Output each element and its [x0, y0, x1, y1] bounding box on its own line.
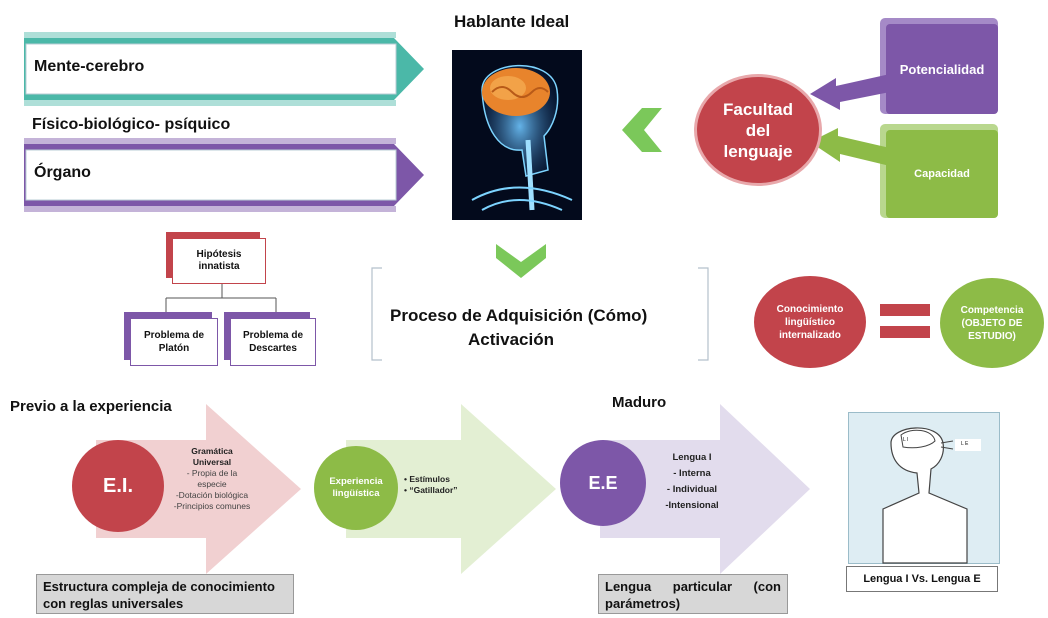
mente-banner-shape [24, 32, 424, 106]
descartes-node: Problema de Descartes [224, 312, 316, 366]
experiencia-line-2: lingüística [332, 488, 380, 499]
ei-title-1: Gramática [191, 446, 233, 456]
ee-arrow [600, 404, 810, 574]
ei-text: Gramática Universal - Propia de la espec… [166, 446, 258, 512]
experiencia-circle: Experiencia lingüística [314, 446, 398, 530]
facultad-line-3: lenguaje [723, 141, 793, 161]
figure-bubble-right: L E [961, 441, 969, 447]
ei-arrow [96, 404, 301, 574]
experiencia-item-1: • Estímulos [404, 474, 450, 484]
previo-label: Previo a la experiencia [10, 398, 172, 415]
chevron-down-icon [496, 244, 546, 278]
descartes-line-1: Problema de [242, 330, 304, 341]
capacidad-box: Capacidad [880, 124, 998, 218]
hipotesis-root-node: Hipótesis innatista [166, 232, 266, 284]
conocimiento-line-1: Conocimiento [776, 303, 844, 315]
ee-item-3: -Intensional [665, 500, 719, 511]
fisico-label: Físico-biológico- psíquico [32, 116, 231, 133]
facultad-line-1: Facultad [723, 99, 793, 119]
facultad-line-2: del [745, 120, 771, 140]
facultad-circle: Facultad del lenguaje [694, 74, 822, 186]
figure-caption: Lengua I Vs. Lengua E [846, 566, 998, 592]
descartes-line-2: Descartes [249, 343, 297, 354]
ee-item-2: - Individual [666, 484, 718, 495]
lengua-figure: L I L E [848, 412, 1000, 564]
ei-item-4: -Principios comunes [173, 501, 251, 511]
experiencia-item-2: • “Gatillador” [404, 485, 458, 495]
competencia-line-2: (OBJETO DE [961, 317, 1023, 329]
ee-title: Lengua I [672, 452, 712, 463]
conocimiento-line-3: internalizado [779, 329, 841, 341]
ei-circle: E.I. [72, 440, 164, 532]
ee-text: Lengua I - Interna - Individual -Intensi… [652, 450, 732, 514]
ee-circle: E.E [560, 440, 646, 526]
proceso-line-1: Proceso de Adquisición (Cómo) [390, 306, 648, 325]
ee-item-1: - Interna [673, 468, 711, 479]
competencia-line-1: Competencia [960, 304, 1024, 316]
arrow-capacidad [810, 128, 890, 166]
platon-line-1: Problema de [143, 330, 205, 341]
page-title: Hablante Ideal [454, 12, 570, 31]
organo-label: Órgano [34, 164, 91, 181]
experiencia-arrow [346, 404, 556, 574]
brain-image [452, 50, 582, 220]
potencialidad-label: Potencialidad [886, 24, 998, 114]
mente-cerebro-label: Mente-cerebro [34, 58, 145, 75]
arrow-potencialidad [810, 74, 890, 110]
platon-line-2: Platón [158, 343, 190, 354]
ei-item-2: especie [197, 479, 227, 489]
ei-item-3: -Dotación biológica [175, 490, 249, 500]
chevron-left-icon [622, 108, 662, 152]
organo-banner-shape [24, 138, 424, 212]
figure-bubble-left: L I [903, 437, 909, 443]
experiencia-line-1: Experiencia [329, 476, 383, 487]
organo-banner: Órgano [24, 138, 424, 212]
competencia-line-3: ESTUDIO) [968, 330, 1016, 342]
competencia-circle: Competencia (OBJETO DE ESTUDIO) [940, 278, 1044, 368]
human-head-icon [471, 64, 573, 211]
maduro-label: Maduro [612, 394, 667, 411]
hipotesis-line-1: Hipótesis [196, 249, 242, 260]
proceso-line-2: Activación [468, 330, 554, 349]
mente-cerebro-banner: Mente-cerebro [24, 32, 424, 106]
experiencia-items: • Estímulos • “Gatillador” [404, 474, 458, 496]
ei-title-2: Universal [192, 457, 232, 467]
platon-node: Problema de Platón [124, 312, 218, 366]
equals-icon [880, 304, 930, 338]
proceso-brackets [371, 267, 709, 361]
ei-item-1: - Propia de la [186, 468, 238, 478]
lengua-caption: Lengua particular (con parámetros) [598, 574, 788, 614]
hipotesis-line-2: innatista [198, 261, 240, 272]
speaker-figure-icon [882, 427, 981, 564]
potencialidad-box: Potencialidad [880, 18, 998, 114]
estructura-caption: Estructura compleja de conocimiento con … [36, 574, 294, 614]
conocimiento-circle: Conocimiento lingüístico internalizado [754, 276, 866, 368]
conocimiento-line-2: lingüístico [785, 316, 835, 328]
capacidad-label: Capacidad [886, 130, 998, 218]
